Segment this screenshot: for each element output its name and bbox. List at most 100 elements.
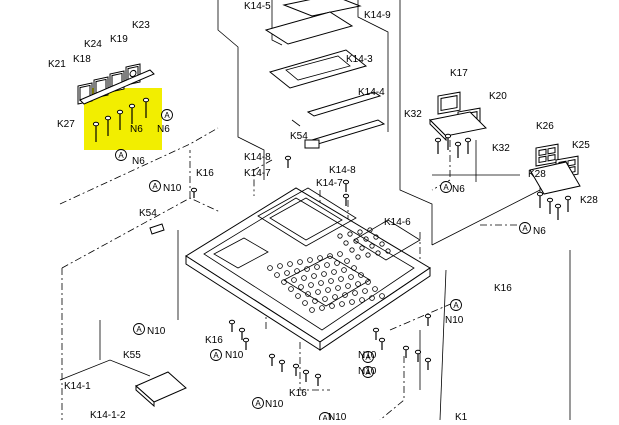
label-k14-4: K14-4 — [358, 87, 385, 98]
chassis-hole — [322, 296, 328, 302]
label-k24: K24 — [84, 39, 102, 50]
chassis-hole — [309, 307, 315, 313]
label-k14-9: K14-9 — [364, 10, 391, 21]
chassis-hole — [321, 271, 327, 277]
chassis-hole — [373, 234, 379, 240]
screw — [228, 319, 236, 332]
chassis-hole — [288, 286, 294, 292]
label-k17: K17 — [450, 68, 468, 79]
chassis-hole — [291, 277, 297, 283]
chassis-hole — [311, 273, 317, 279]
label-k14-1: K14-1 — [64, 381, 91, 392]
chassis-hole — [305, 291, 311, 297]
screw — [268, 353, 276, 366]
label-n6-k26: N6 — [533, 226, 546, 237]
ref-marker-a: A — [161, 109, 173, 121]
label-k20: K20 — [489, 91, 507, 102]
label-k32-right: K32 — [492, 143, 510, 154]
screw — [564, 195, 572, 212]
label-n10-d: N10 — [445, 315, 464, 326]
screw — [378, 337, 386, 350]
k54-pad — [304, 139, 320, 149]
label-k28-right: K28 — [580, 195, 598, 206]
ref-marker-a-text: A — [443, 183, 449, 192]
chassis-hole — [301, 275, 307, 281]
screw — [284, 155, 292, 168]
chassis-hole — [281, 279, 287, 285]
label-k32-left: K32 — [404, 109, 422, 120]
label-n10-f: N10 — [358, 366, 377, 377]
ref-marker-a-text: A — [118, 151, 124, 160]
label-k55: K55 — [123, 350, 141, 361]
ref-marker-a: A — [133, 323, 145, 335]
label-k27: K27 — [57, 119, 75, 130]
ref-marker-a: A — [252, 397, 264, 409]
chassis-hole — [334, 260, 340, 266]
chassis-hole — [327, 253, 333, 259]
label-k16-top: K16 — [196, 168, 214, 179]
chassis-hole — [347, 231, 353, 237]
ref-marker-a: A — [149, 180, 161, 192]
chassis-hole — [319, 305, 325, 311]
chassis-hole-pattern — [267, 227, 391, 313]
screw — [424, 313, 432, 326]
k55-plate — [135, 371, 187, 403]
screw — [104, 115, 112, 136]
chassis-hole — [351, 265, 357, 271]
label-n10-e: N10 — [358, 350, 377, 361]
label-n6-k27-right: N6 — [130, 124, 143, 135]
k54-pad-small — [149, 223, 165, 235]
label-k23: K23 — [132, 20, 150, 31]
screw — [372, 327, 380, 340]
label-k14-7-left: K14-7 — [244, 168, 271, 179]
label-k16-left: K16 — [205, 335, 223, 346]
screw — [342, 193, 350, 206]
chassis-hole — [372, 286, 378, 292]
screw — [92, 121, 100, 142]
screw — [464, 137, 472, 154]
label-k14-8: K14-8 — [244, 152, 271, 163]
ref-marker-a-text: A — [136, 325, 142, 334]
chassis-hole — [287, 261, 293, 267]
chassis-hole — [385, 248, 391, 254]
chassis-hole — [267, 265, 273, 271]
chassis-hole — [294, 268, 300, 274]
ref-marker-a: A — [362, 351, 374, 363]
label-k14-7-right: K14-7 — [316, 178, 343, 189]
chassis-hole — [298, 284, 304, 290]
label-k21: K21 — [48, 59, 66, 70]
chassis-hole — [349, 299, 355, 305]
label-k16-bottom: K16 — [289, 388, 307, 399]
label-n6-k27: N6 — [132, 156, 145, 167]
label-n10-c: N10 — [225, 350, 244, 361]
ref-marker-a-text: A — [164, 111, 170, 120]
chassis-hole — [304, 266, 310, 272]
chassis-hole — [307, 257, 313, 263]
chassis-hole — [314, 264, 320, 270]
chassis-hole — [284, 270, 290, 276]
screw-group — [92, 97, 572, 386]
screw — [292, 363, 300, 376]
chassis-hole — [355, 281, 361, 287]
chassis-hole — [339, 301, 345, 307]
chassis-hole — [349, 247, 355, 253]
label-k1: K1 — [455, 412, 468, 420]
label-k19: K19 — [110, 34, 128, 45]
left-keycaps — [77, 63, 155, 105]
screw — [242, 337, 250, 350]
chassis-hole — [365, 252, 371, 258]
ref-marker-a: A — [450, 299, 462, 311]
label-k54-top: K54 — [290, 131, 308, 142]
chassis-hole — [369, 243, 375, 249]
chassis-hole — [344, 258, 350, 264]
label-n10-a: N10 — [163, 183, 182, 194]
chassis-hole — [274, 272, 280, 278]
label-k14-1-2: K14-1-2 — [90, 410, 126, 420]
chassis-hole — [358, 272, 364, 278]
leader-lines — [59, 0, 571, 421]
screw — [536, 191, 544, 208]
screw — [424, 357, 432, 370]
